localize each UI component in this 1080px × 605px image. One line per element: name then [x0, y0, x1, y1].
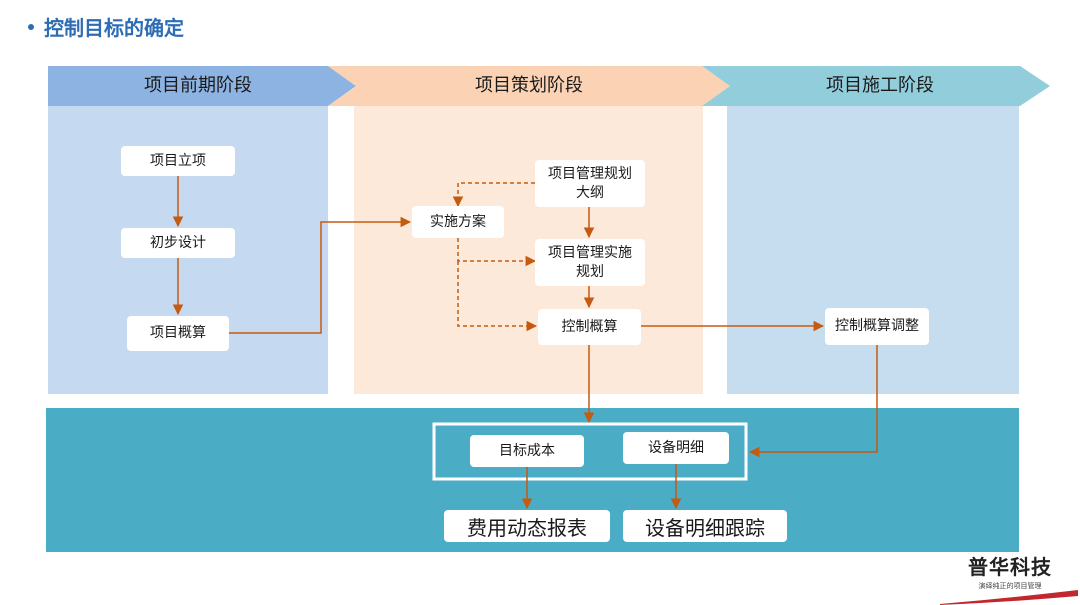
- company-logo: 普华科技 演绎纯正的项目管理: [968, 551, 1052, 591]
- phase-chevron-build: [702, 66, 1050, 106]
- panel-plan: [354, 106, 703, 394]
- node-equipment-detail: 设备明细: [623, 432, 729, 464]
- result-frame: [432, 422, 748, 481]
- node-implementation-plan: 实施方案: [412, 206, 504, 238]
- arrow-adjust-to-equipment: [748, 345, 878, 458]
- arrow-outline-to-implplan: [452, 182, 535, 208]
- logo-slogan: 演绎纯正的项目管理: [978, 582, 1042, 590]
- node-equipment-tracking: 设备明细跟踪: [623, 510, 787, 542]
- phase-chevron-plan: [328, 66, 730, 106]
- node-control-estimate-adjust: 控制概算调整: [825, 308, 929, 345]
- phase-label-early: 项目前期阶段: [144, 75, 252, 96]
- arrow-estimate-to-implplan: [229, 216, 412, 334]
- page-title: 控制目标的确定: [28, 12, 184, 41]
- node-control-estimate: 控制概算: [538, 309, 641, 345]
- page-title-text: 控制目标的确定: [44, 16, 184, 40]
- panel-build: [727, 106, 1019, 394]
- logo-swoosh: [940, 590, 1078, 605]
- phase-label-build: 项目施工阶段: [826, 75, 934, 96]
- arrow-implplan-to-control: [457, 261, 538, 332]
- node-project-estimate: 项目概算: [127, 316, 229, 351]
- node-cost-report: 费用动态报表: [444, 510, 610, 542]
- phase-chevron-early: [48, 66, 356, 106]
- node-target-cost: 目标成本: [470, 435, 584, 467]
- bullet-icon: [28, 23, 34, 30]
- node-project-approval: 项目立项: [121, 146, 235, 176]
- phase-label-plan: 项目策划阶段: [475, 75, 583, 96]
- node-preliminary-design: 初步设计: [121, 228, 235, 258]
- logo-name: 普华科技: [968, 555, 1052, 579]
- node-mgmt-impl-plan: 项目管理实施规划: [535, 239, 645, 286]
- node-mgmt-outline: 项目管理规划大纲: [535, 160, 645, 207]
